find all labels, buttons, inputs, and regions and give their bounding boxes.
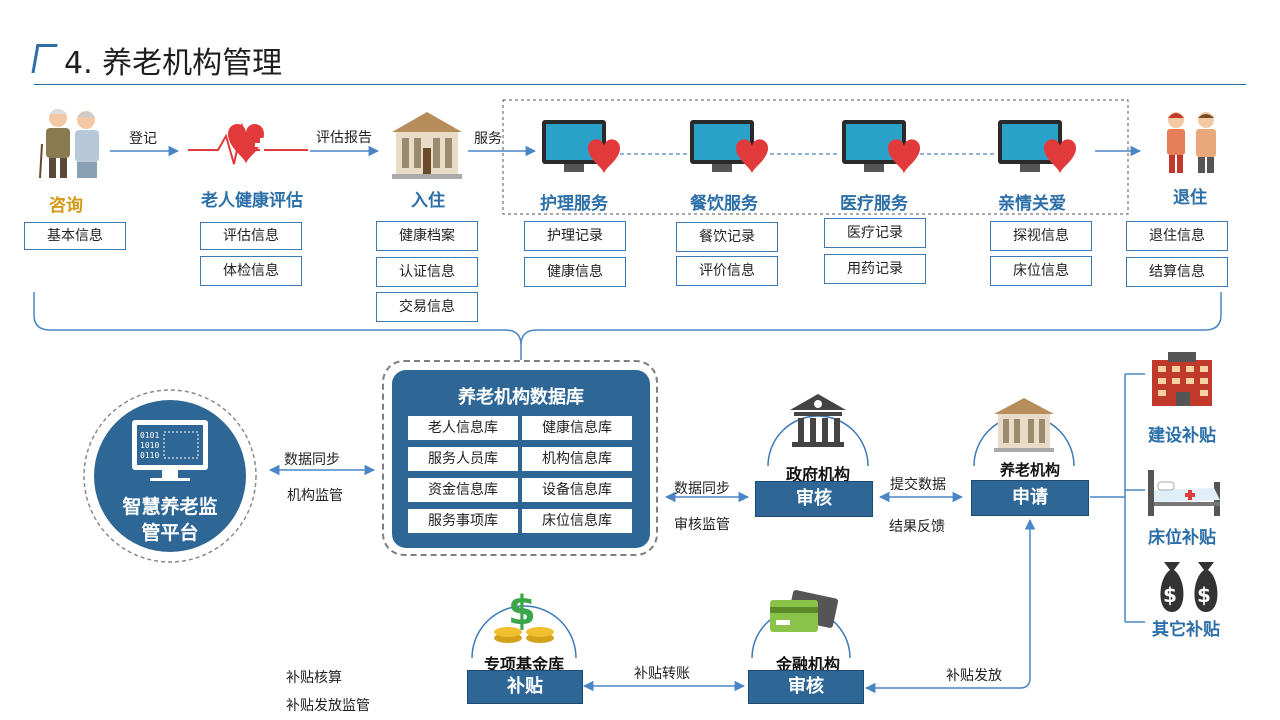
platform-label: 智慧养老监 管平台 (82, 494, 258, 546)
platform-label-line2: 管平台 (141, 522, 199, 544)
couple-leaving-icon (1167, 112, 1216, 173)
stage-consult: 咨询 (49, 196, 83, 216)
link-label-submit: 提交数据 (890, 477, 946, 493)
institution-name: 养老机构 (999, 461, 1060, 479)
hospital-bed-icon (1148, 470, 1220, 516)
finance-audit-button[interactable]: 审核 (748, 670, 864, 704)
stage-medical: 医疗服务 (840, 194, 908, 214)
database-cell: 设备信息库 (522, 478, 632, 502)
care-monitor-icon (998, 120, 1076, 174)
database-frame (382, 360, 658, 556)
database-cell: 资金信息库 (408, 478, 518, 502)
info-box: 评价信息 (676, 256, 778, 286)
subsidy-other: 其它补贴 (1152, 620, 1220, 640)
arrow-label-report: 评估报告 (316, 130, 372, 146)
finance-node (751, 590, 851, 659)
institution-building-icon (994, 398, 1054, 452)
info-box: 医疗记录 (824, 218, 926, 248)
platform-node: 0101 1010 0110 (83, 389, 257, 563)
money-bags-icon: $ $ (1160, 562, 1218, 612)
arrow-issue (866, 518, 1036, 689)
info-box: 餐饮记录 (676, 222, 778, 252)
platform-label-line1: 智慧养老监 (122, 496, 218, 518)
computer-icon: 0101 1010 0110 (132, 420, 208, 481)
database-cell: 服务人员库 (408, 447, 518, 471)
info-box: 退住信息 (1126, 221, 1228, 251)
subsidy-bed: 床位补贴 (1148, 528, 1216, 548)
svg-text:$: $ (1197, 583, 1211, 607)
medical-monitor-icon (842, 120, 920, 174)
heart-ecg-icon (188, 122, 308, 165)
government-name: 政府机构 (785, 465, 850, 484)
database-title: 养老机构数据库 (458, 387, 584, 408)
database-cell: 机构信息库 (522, 447, 632, 471)
link-label-supervise: 机构监管 (287, 488, 343, 504)
government-audit-button[interactable]: 审核 (755, 481, 873, 517)
link-label-sync-left: 数据同步 (284, 452, 340, 468)
info-box: 用药记录 (824, 254, 926, 284)
info-box: 护理记录 (524, 221, 626, 251)
link-label-feedback: 结果反馈 (889, 519, 945, 535)
title-divider (34, 84, 1246, 85)
info-box: 结算信息 (1126, 257, 1228, 287)
collect-brace (33, 292, 1222, 360)
info-box: 认证信息 (376, 257, 478, 287)
info-box: 体检信息 (200, 256, 302, 286)
page-title: 4. 养老机构管理 (64, 46, 283, 81)
info-box: 床位信息 (990, 256, 1092, 286)
bank-card-icon (770, 590, 839, 632)
hospital-building-icon (1152, 352, 1212, 406)
info-box: 探视信息 (990, 221, 1092, 251)
fund-note-accounting: 补贴核算 (286, 670, 342, 686)
arrow-label-service: 服务 (474, 131, 502, 147)
link-label-transfer: 补贴转账 (634, 666, 690, 682)
info-box: 健康信息 (524, 257, 626, 287)
fund-node: $ (471, 588, 577, 659)
info-box: 健康档案 (376, 221, 478, 251)
link-label-issue: 补贴发放 (946, 668, 1002, 684)
stage-family-care: 亲情关爱 (998, 194, 1066, 214)
subsidy-bracket (1090, 373, 1145, 623)
database-cell: 服务事项库 (408, 509, 518, 533)
info-box: 交易信息 (376, 292, 478, 322)
elderly-couple-icon (39, 109, 99, 179)
database-cell: 健康信息库 (522, 416, 632, 440)
stage-leave: 退住 (1173, 188, 1207, 208)
arrow-label-register: 登记 (129, 131, 157, 147)
finance-name: 金融机构 (775, 655, 840, 674)
svg-text:$: $ (1163, 583, 1177, 607)
svg-text:1010: 1010 (140, 441, 159, 450)
fund-name: 专项基金库 (483, 655, 564, 674)
stage-catering: 餐饮服务 (690, 194, 758, 214)
info-box: 基本信息 (24, 222, 126, 250)
fund-subsidy-button[interactable]: 补贴 (467, 670, 583, 704)
svg-text:0101: 0101 (140, 431, 159, 440)
coins-dollar-icon: $ (494, 588, 554, 643)
stage-checkin: 入住 (411, 191, 445, 211)
service-group-frame (502, 99, 1129, 215)
institution-apply-button[interactable]: 申请 (971, 480, 1089, 516)
link-label-sync-mid: 数据同步 (674, 481, 730, 497)
link-label-audit-supervise: 审核监管 (674, 517, 730, 533)
info-box: 评估信息 (200, 222, 302, 250)
catering-monitor-icon (690, 120, 768, 174)
fund-note-issue-supervision: 补贴发放监管 (286, 698, 370, 714)
institution-node (973, 398, 1075, 467)
nursing-monitor-icon (542, 120, 620, 174)
svg-text:0110: 0110 (140, 451, 159, 460)
svg-text:$: $ (508, 588, 536, 634)
stage-nursing: 护理服务 (540, 194, 608, 214)
database-cell: 老人信息库 (408, 416, 518, 440)
stage-assessment: 老人健康评估 (201, 191, 303, 211)
database-cell: 床位信息库 (522, 509, 632, 533)
subsidy-construction: 建设补贴 (1148, 426, 1216, 446)
bank-icon (790, 394, 846, 447)
government-node (767, 394, 869, 467)
building-icon (392, 112, 462, 179)
